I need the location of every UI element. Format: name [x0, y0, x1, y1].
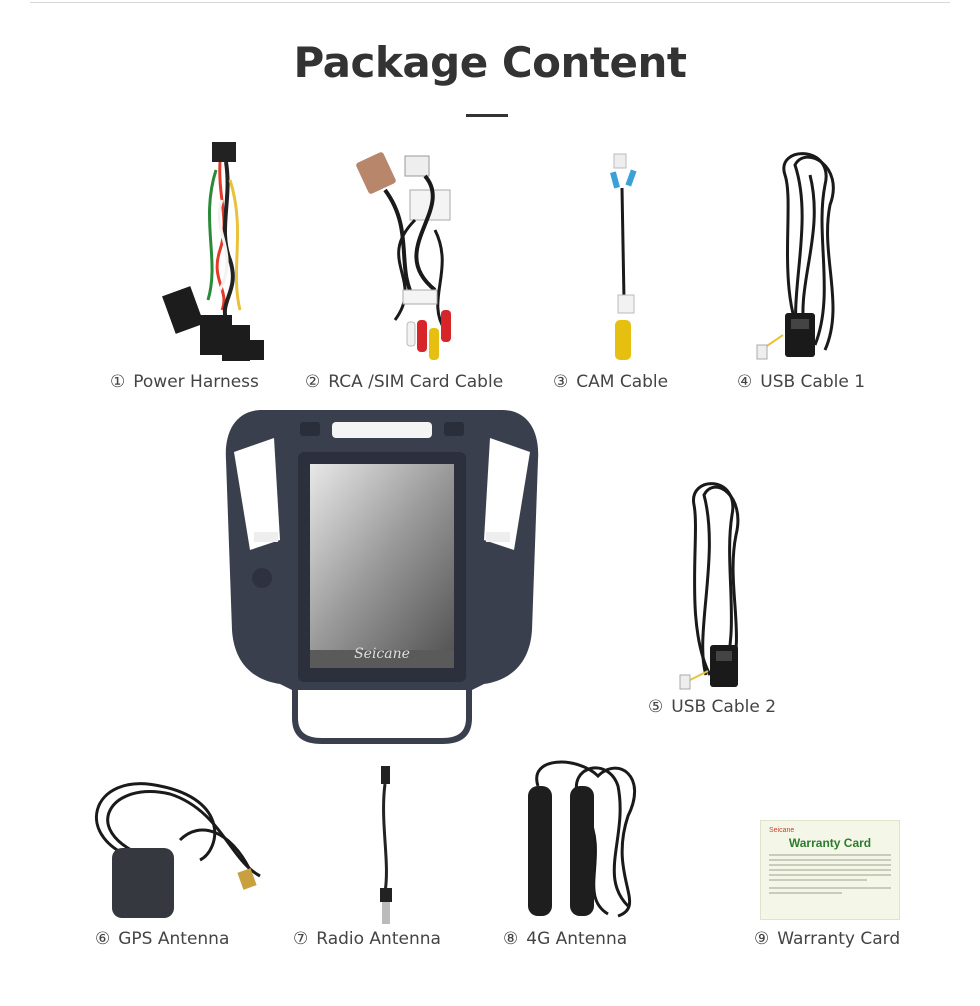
usb-cable-1-image — [755, 145, 855, 365]
warranty-card-heading: Warranty Card — [788, 836, 872, 850]
top-divider — [30, 2, 950, 3]
cam-cable-image — [600, 150, 650, 365]
page-title: Package Content — [293, 38, 687, 87]
head-unit-image: Seicane — [222, 400, 542, 746]
warranty-card-text-lines — [769, 854, 891, 894]
warranty-card-brand: Seicane — [769, 827, 795, 834]
rca-sim-cable-image — [355, 150, 465, 365]
warranty-card-image: Seicane Warranty Card — [760, 820, 900, 920]
head-unit-brand: Seicane — [354, 646, 410, 662]
4g-antenna-image — [518, 756, 648, 921]
usb-cable-2-image — [670, 475, 750, 695]
title-underline — [466, 114, 508, 117]
radio-antenna-image — [368, 762, 404, 927]
gps-antenna-image — [80, 780, 270, 925]
power-harness-image — [160, 140, 270, 365]
